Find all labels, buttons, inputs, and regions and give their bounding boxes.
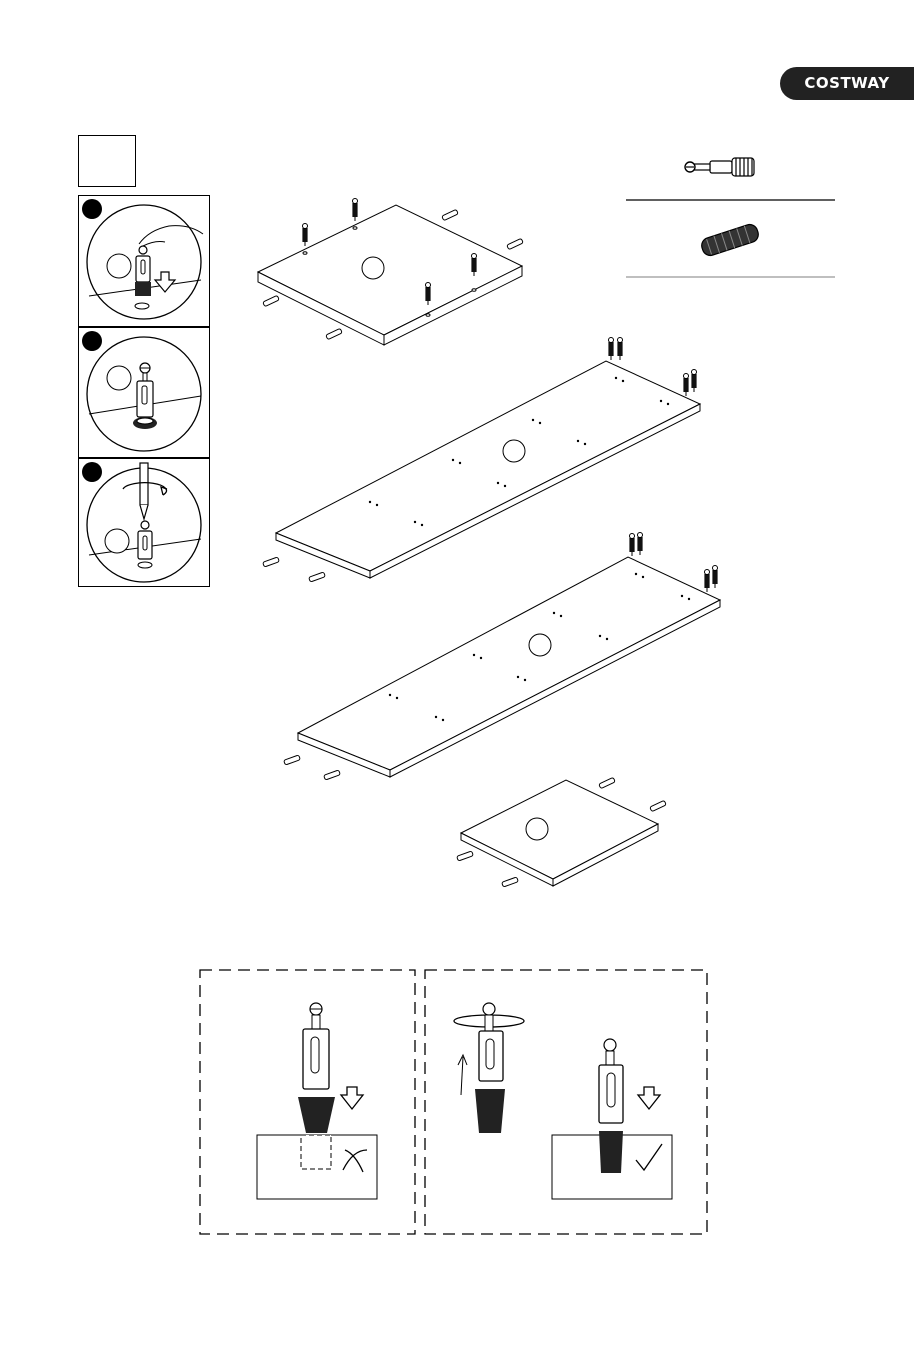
- board-assembly-diagram: [0, 0, 914, 900]
- dowel-icon: [284, 755, 341, 780]
- tip-wrong-install: [200, 970, 415, 1234]
- installation-tips: [195, 965, 715, 1240]
- tip-right-install: [425, 970, 707, 1234]
- side-panel-top: [258, 199, 523, 346]
- dowel-icon: [263, 557, 326, 582]
- side-panel-bottom: [457, 777, 667, 887]
